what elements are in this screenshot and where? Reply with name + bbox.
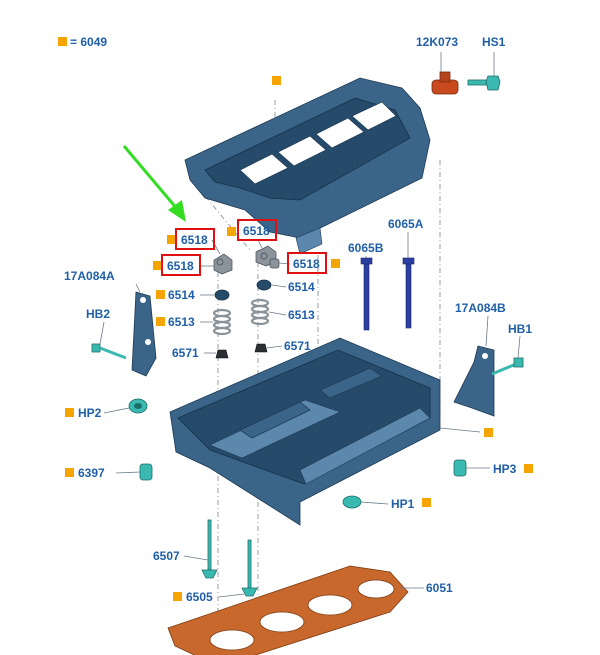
- label-12k073: 12K073: [416, 35, 458, 49]
- rocker-arm-6518-left: [213, 253, 233, 275]
- valve-seal-6571-right: [254, 343, 268, 353]
- head-bolt-6065a: [402, 257, 415, 329]
- camshaft-carrier: [184, 77, 431, 255]
- head-gasket-6051: [167, 565, 409, 655]
- bracket-17a084a: [131, 291, 157, 377]
- valve-6507: [201, 519, 218, 579]
- label-6518-d: 6518: [293, 257, 320, 271]
- plug-hp2: [128, 398, 148, 414]
- label-6571-right: 6571: [284, 339, 311, 353]
- valve-spring-6513-right: [250, 298, 270, 326]
- valve-keeper-6514-left: [214, 289, 230, 301]
- label-17a084a: 17A084A: [64, 269, 115, 283]
- label-6065a: 6065A: [388, 217, 424, 231]
- bolt-hb1: [491, 357, 524, 376]
- leader-lines: [99, 232, 521, 598]
- label-hp1: HP1: [391, 497, 415, 511]
- bracket-17a084b: [453, 345, 495, 417]
- part-labels: = 6049 12K073 HS1 6518 6518 6518 6518 17…: [64, 35, 532, 604]
- label-6397: 6397: [78, 466, 105, 480]
- valve-keeper-6514-right: [256, 279, 272, 291]
- label-6065b: 6065B: [348, 241, 384, 255]
- label-6507: 6507: [153, 549, 180, 563]
- label-hp2: HP2: [78, 406, 102, 420]
- label-6514-right: 6514: [288, 280, 315, 294]
- plug-hp1: [342, 495, 362, 509]
- green-arrow-icon: [122, 145, 186, 222]
- valve-6505: [241, 539, 258, 597]
- label-hs1: HS1: [482, 35, 506, 49]
- plug-6397: [139, 463, 153, 481]
- label-hb2: HB2: [86, 307, 110, 321]
- bolt-hs1: [467, 52, 501, 91]
- label-6518-c: 6518: [167, 259, 194, 273]
- label-6571-left: 6571: [172, 346, 199, 360]
- label-6505: 6505: [186, 590, 213, 604]
- label-6514-left: 6514: [168, 288, 195, 302]
- highlight-boxes: [161, 219, 327, 276]
- label-6518-b: 6518: [243, 224, 270, 238]
- valve-seal-6571-left: [215, 349, 229, 359]
- valve-spring-6513-left: [212, 308, 232, 336]
- legend-squares: [58, 37, 533, 601]
- label-hb1: HB1: [508, 322, 532, 336]
- rocker-arm-6518-small: [269, 258, 280, 269]
- label-6513-right: 6513: [288, 308, 315, 322]
- head-bolt-6065b: [360, 257, 373, 331]
- label-6513-left: 6513: [168, 315, 195, 329]
- label-6051: 6051: [426, 581, 453, 595]
- sensor-12k073: [431, 52, 459, 95]
- label-17a084b: 17A084B: [455, 301, 506, 315]
- label-6518-a: 6518: [181, 233, 208, 247]
- plug-hp3: [453, 459, 467, 477]
- cylinder-head: [169, 337, 441, 526]
- legend-text: = 6049: [70, 35, 107, 49]
- bolt-hb2: [91, 343, 127, 360]
- label-hp3: HP3: [493, 462, 517, 476]
